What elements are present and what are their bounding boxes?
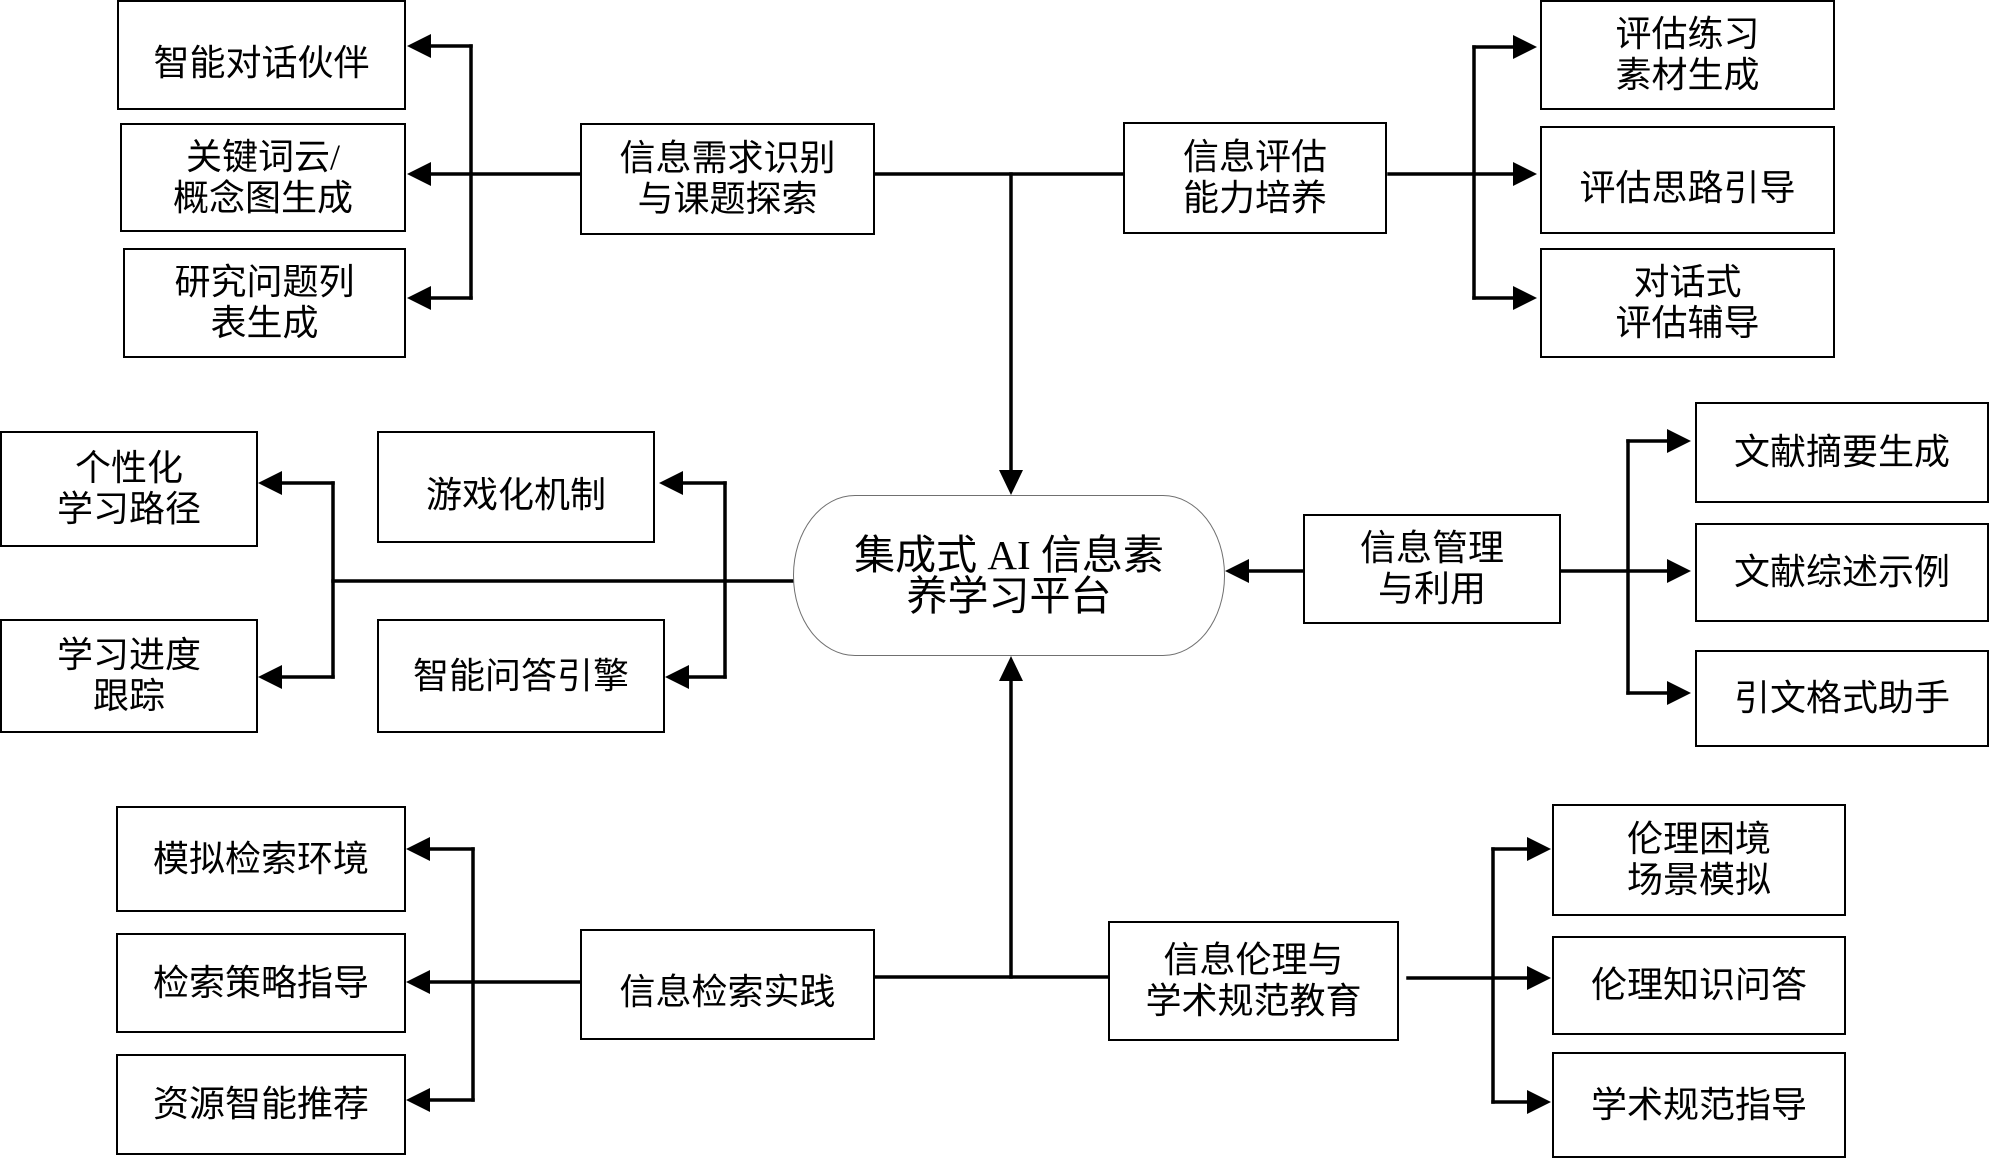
arrowhead <box>1667 681 1691 705</box>
arrowhead <box>406 1088 430 1112</box>
arrowhead <box>407 162 431 186</box>
module-info-evaluation: 信息评估 能力培养 <box>1123 122 1387 234</box>
feature-label-line: 引文格式助手 <box>1733 678 1950 718</box>
feature-label-line: 表生成 <box>210 303 319 343</box>
feature-ethical-dilemma-simulation: 伦理困境 场景模拟 <box>1552 804 1846 916</box>
feature-label-line: 智能对话伙伴 <box>153 42 370 83</box>
feature-label-line: 研究问题列 <box>174 262 355 302</box>
center-label-line: 养学习平台 <box>906 572 1112 619</box>
arrowhead <box>1527 1090 1551 1114</box>
feature-simulated-search-environment: 模拟检索环境 <box>116 806 406 912</box>
feature-evaluation-thinking-guide: 评估思路引导 <box>1540 126 1835 234</box>
feature-label-line: 资源智能推荐 <box>152 1084 369 1124</box>
feature-label-line: 素材生成 <box>1615 55 1760 95</box>
arrowhead <box>258 665 282 689</box>
feature-label-line: 文献综述示例 <box>1733 552 1950 592</box>
feature-smart-qa-engine: 智能问答引擎 <box>377 619 665 733</box>
feature-label-line: 跟踪 <box>92 676 165 716</box>
feature-label-line: 伦理知识问答 <box>1590 965 1807 1005</box>
center-platform-node: 集成式 AI 信息素 养学习平台 <box>793 495 1225 656</box>
module-label-line: 能力培养 <box>1182 178 1327 218</box>
arrowhead <box>999 656 1023 681</box>
feature-label-line: 评估练习 <box>1615 14 1760 54</box>
arrowhead <box>1513 35 1537 59</box>
module-label-line: 信息评估 <box>1182 137 1327 177</box>
connector-bottom-trunk <box>873 656 1112 979</box>
feature-label-line: 学术规范指导 <box>1590 1084 1807 1125</box>
arrowhead <box>1527 837 1551 861</box>
module-info-management: 信息管理 与利用 <box>1303 514 1561 624</box>
feature-keyword-cloud-concept-map: 关键词云/ 概念图生成 <box>120 123 406 232</box>
connector-info-eval-features <box>1387 35 1537 310</box>
feature-smart-dialogue-partner: 智能对话伙伴 <box>117 0 406 110</box>
feature-label-line: 智能问答引擎 <box>412 655 629 696</box>
connector-support-features <box>258 471 795 689</box>
arrowhead <box>659 471 683 495</box>
feature-label-line: 关键词云/ <box>185 136 340 177</box>
feature-learning-progress-tracking: 学习进度 跟踪 <box>0 619 258 733</box>
module-label-line: 与利用 <box>1377 569 1486 609</box>
arrowhead <box>407 34 431 58</box>
connector-top-trunk <box>873 172 1125 495</box>
feature-literature-review-examples: 文献综述示例 <box>1695 523 1989 622</box>
connector-info-retrieval-features <box>406 837 582 1112</box>
feature-label-line: 检索策略指导 <box>152 962 369 1003</box>
connector-info-ethics-features <box>1406 837 1551 1114</box>
arrowhead <box>406 837 430 861</box>
arrowhead <box>258 471 282 495</box>
module-label-line: 与课题探索 <box>637 179 818 219</box>
feature-label-line: 评估辅导 <box>1615 303 1760 343</box>
module-info-ethics-academic-norms: 信息伦理与 学术规范教育 <box>1108 921 1399 1041</box>
feature-dialogue-evaluation-tutoring: 对话式 评估辅导 <box>1540 248 1835 358</box>
arrowhead <box>1667 559 1691 583</box>
feature-ethics-knowledge-qa: 伦理知识问答 <box>1552 936 1846 1035</box>
module-label-line: 信息检索实践 <box>619 972 836 1012</box>
feature-label-line: 学习路径 <box>56 489 201 529</box>
module-info-retrieval-practice: 信息检索实践 <box>580 929 875 1040</box>
feature-citation-format-assistant: 引文格式助手 <box>1695 650 1989 747</box>
arrowhead <box>665 665 689 689</box>
feature-label-line: 个性化 <box>74 448 183 488</box>
arrowhead <box>1513 286 1537 310</box>
feature-literature-abstract-generation: 文献摘要生成 <box>1695 402 1989 503</box>
feature-label-line: 伦理困境 <box>1626 819 1771 859</box>
arrowhead <box>406 970 430 994</box>
feature-academic-norms-guidance: 学术规范指导 <box>1552 1052 1846 1158</box>
module-info-need-identification: 信息需求识别 与课题探索 <box>580 123 875 235</box>
feature-label-line: 场景模拟 <box>1626 860 1771 900</box>
center-label-line: 集成式 AI 信息素 <box>854 531 1164 578</box>
module-label-line: 信息伦理与 <box>1163 940 1344 980</box>
arrowhead <box>999 470 1023 495</box>
module-label-line: 学术规范教育 <box>1145 981 1362 1021</box>
arrowhead <box>1513 162 1537 186</box>
connector-info-need-features <box>407 34 582 310</box>
connector-info-mgmt <box>1225 429 1691 705</box>
feature-personalized-learning-path: 个性化 学习路径 <box>0 431 258 547</box>
feature-research-question-list: 研究问题列 表生成 <box>123 248 406 358</box>
module-label-line: 信息管理 <box>1359 528 1504 568</box>
feature-search-strategy-guidance: 检索策略指导 <box>116 933 406 1033</box>
feature-smart-resource-recommendation: 资源智能推荐 <box>116 1054 406 1155</box>
arrowhead <box>407 286 431 310</box>
feature-gamification: 游戏化机制 <box>377 431 655 543</box>
arrowhead <box>1667 429 1691 453</box>
feature-label-line: 概念图生成 <box>172 177 353 218</box>
feature-evaluation-practice-material: 评估练习 素材生成 <box>1540 0 1835 110</box>
arrowhead <box>1527 966 1551 990</box>
module-label-line: 信息需求识别 <box>619 138 836 178</box>
feature-label-line: 文献摘要生成 <box>1733 432 1950 472</box>
arrowhead <box>1225 559 1249 583</box>
feature-label-line: 学习进度 <box>56 635 201 675</box>
feature-label-line: 对话式 <box>1633 262 1742 302</box>
feature-label-line: 模拟检索环境 <box>152 838 369 879</box>
feature-label-line: 评估思路引导 <box>1579 167 1796 208</box>
feature-label-line: 游戏化机制 <box>425 474 606 515</box>
